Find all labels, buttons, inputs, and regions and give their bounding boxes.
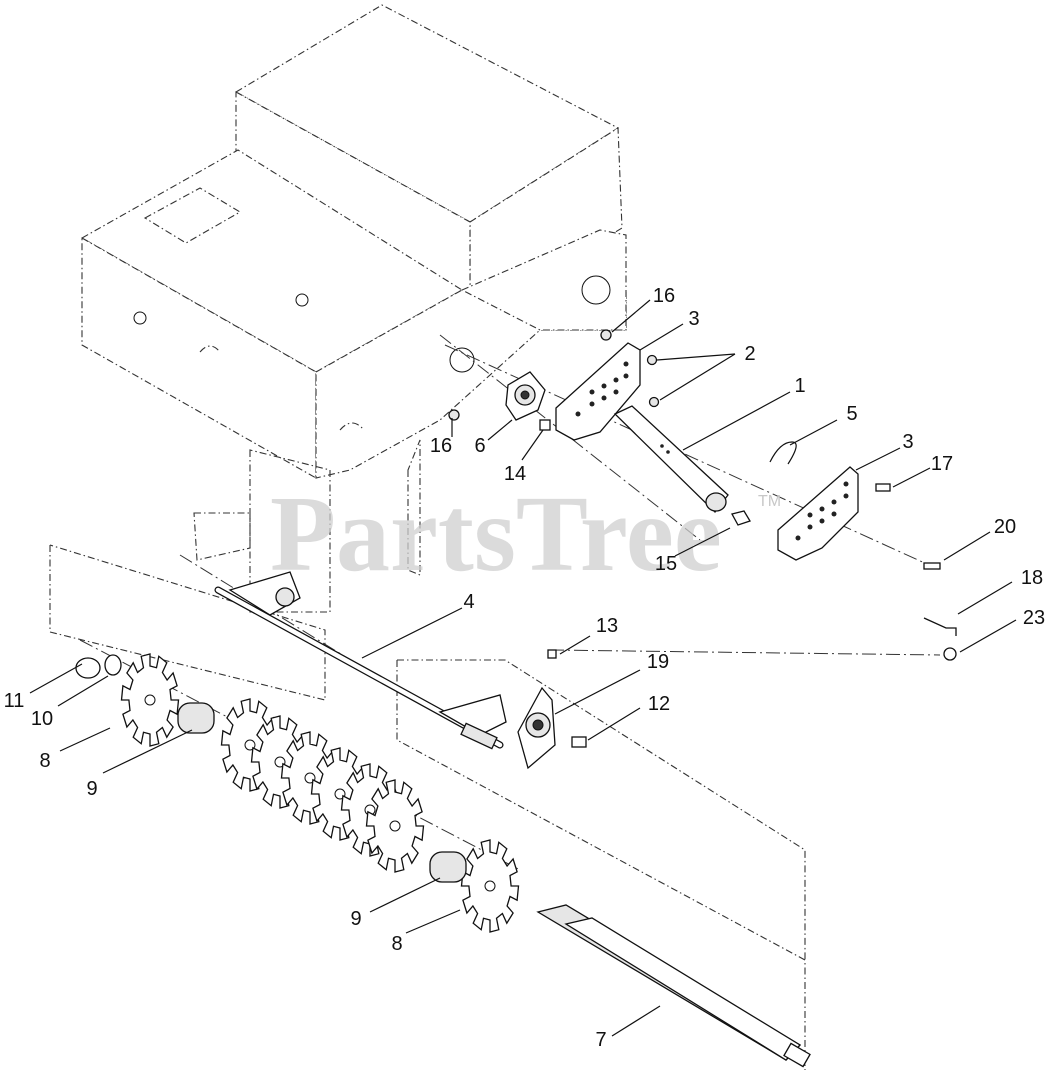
phantom-frame-housing xyxy=(80,4,627,613)
callout-2: 2 xyxy=(744,343,755,365)
callout-7: 7 xyxy=(595,1029,606,1051)
callout-10: 10 xyxy=(31,708,53,730)
callout-8: 8 xyxy=(39,750,50,772)
callout-9: 9 xyxy=(86,778,97,800)
flange-bearing-lower xyxy=(517,686,587,770)
hardware-small xyxy=(448,329,957,661)
tine-shaft-assembly xyxy=(214,571,507,750)
watermark-trademark: TM xyxy=(758,493,781,510)
callout-19: 19 xyxy=(647,651,669,673)
flange-bearing-upper xyxy=(505,371,546,421)
callout-3: 3 xyxy=(688,308,699,330)
callout-17: 17 xyxy=(931,453,953,475)
tine-wheel-outer-right-hub xyxy=(484,880,496,892)
drive-shaft-long xyxy=(536,904,811,1068)
callout-11: 11 xyxy=(4,690,25,712)
tines-group xyxy=(120,653,520,933)
callout-5: 5 xyxy=(846,403,857,425)
callout-6: 6 xyxy=(474,435,485,457)
watermark: PartsTree TM xyxy=(270,475,781,594)
callout-13: 13 xyxy=(596,615,618,637)
callout-18: 18 xyxy=(1021,567,1043,589)
callout-20: 20 xyxy=(994,516,1016,538)
callout-3-right: 3 xyxy=(902,431,913,453)
side-plate-left xyxy=(555,342,641,441)
callout-15: 15 xyxy=(655,553,677,575)
callout-12: 12 xyxy=(648,693,670,715)
callout-9-lower: 9 xyxy=(350,908,361,930)
callout-14: 14 xyxy=(504,463,526,485)
callout-4: 4 xyxy=(463,591,474,613)
callout-labels: 16 3 2 1 5 3 17 20 18 23 16 6 14 15 4 13… xyxy=(4,285,1046,1051)
callout-16: 16 xyxy=(653,285,675,307)
leader-lines xyxy=(29,299,1017,1037)
side-plate-right xyxy=(777,466,859,561)
callout-1: 1 xyxy=(794,375,805,397)
spacers-and-nuts xyxy=(75,654,467,883)
callout-23: 23 xyxy=(1023,607,1045,629)
callout-8-lower: 8 xyxy=(391,933,402,955)
watermark-text: PartsTree xyxy=(270,475,722,594)
lift-arm xyxy=(613,405,729,513)
callout-16-lower: 16 xyxy=(430,435,452,457)
tine-wheel-6-hub xyxy=(389,820,401,832)
tine-wheel-outer-left-hub xyxy=(144,694,156,706)
